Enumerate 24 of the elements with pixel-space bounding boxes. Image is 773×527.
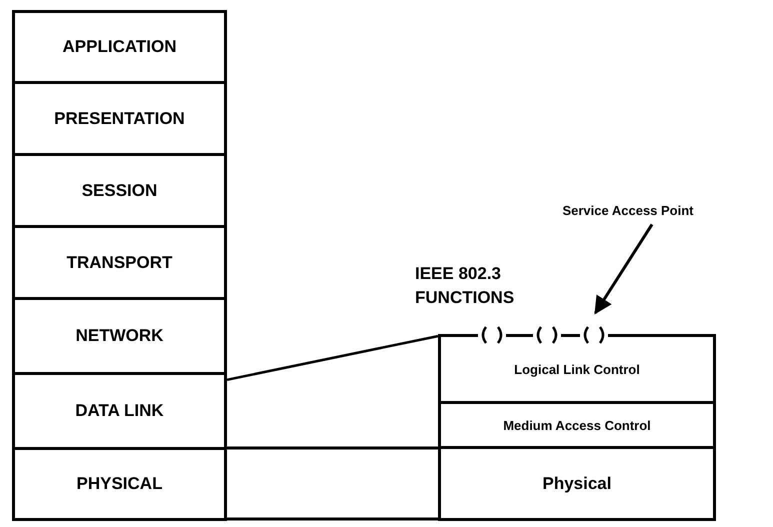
layer-label: SESSION: [82, 180, 158, 200]
layer-box: [12, 153, 227, 228]
layer-box: [12, 225, 227, 300]
heading-label: IEEE 802.3 FUNCTIONS: [415, 263, 516, 309]
layer-label: Logical Link Control: [514, 362, 640, 376]
layer-box: [12, 10, 227, 84]
layer-label: PRESENTATION: [54, 108, 185, 128]
callout-label: Service Access Point: [562, 202, 694, 218]
layer-box: [12, 297, 227, 375]
arrow: [594, 224, 654, 315]
layer-box: [438, 446, 716, 521]
layer-box: [12, 372, 227, 450]
layer-label: Medium Access Control: [503, 418, 651, 432]
layer-label: Physical: [542, 474, 612, 494]
connector-line: [226, 334, 438, 382]
layer-box: [12, 447, 227, 521]
layer-label: NETWORK: [76, 326, 164, 346]
layer-box: [12, 81, 227, 156]
layer-label: DATA LINK: [75, 401, 164, 421]
layer-label: APPLICATION: [62, 37, 176, 57]
layer-label: TRANSPORT: [66, 252, 172, 272]
layer-label: PHYSICAL: [76, 474, 162, 494]
layer-box: [438, 401, 716, 449]
layer-box: [438, 334, 716, 404]
